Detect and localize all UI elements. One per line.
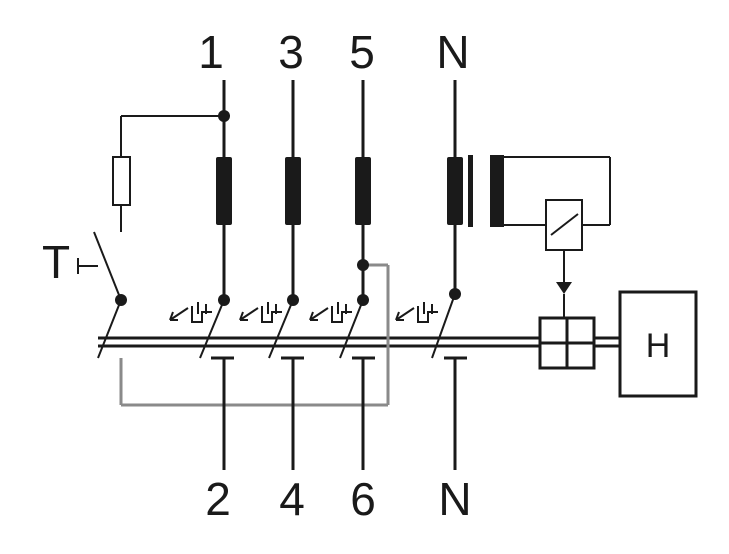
terminal-top-3: 3 — [278, 26, 304, 78]
latch-mechanism — [538, 316, 596, 370]
test-return-loop — [119, 259, 390, 407]
mechanical-linkage — [98, 336, 620, 348]
trip-detection-loop — [490, 156, 611, 318]
release-box-h — [618, 290, 698, 398]
terminal-bottom-n: N — [438, 473, 471, 525]
switch-contacts — [97, 288, 461, 359]
terminal-top-1: 1 — [198, 26, 224, 78]
terminal-bottom-4: 4 — [279, 473, 305, 525]
terminal-top-5: 5 — [349, 26, 375, 78]
lower-wires — [211, 356, 467, 470]
release-symbols — [169, 302, 438, 323]
terminal-top-n: N — [436, 26, 469, 78]
test-resistor-branch — [112, 110, 230, 232]
test-button-label: T — [42, 236, 70, 288]
transformer-coils — [216, 155, 504, 227]
terminal-bottom-6: 6 — [350, 473, 376, 525]
terminal-bottom-2: 2 — [205, 473, 231, 525]
release-box-label: H — [646, 327, 671, 365]
upper-wires — [222, 80, 457, 300]
test-button[interactable] — [77, 231, 127, 306]
